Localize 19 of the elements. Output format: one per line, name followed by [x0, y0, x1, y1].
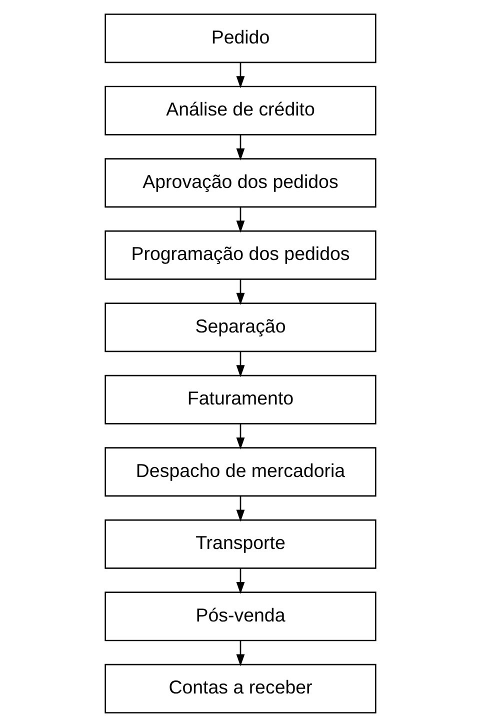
arrow [236, 640, 245, 666]
arrow [236, 424, 245, 450]
node-box: Pós-venda [104, 592, 376, 642]
node-box: Separação [104, 302, 376, 352]
node-box: Pedido [104, 14, 376, 64]
arrow [236, 62, 245, 88]
arrow [236, 496, 245, 522]
node-box: Faturamento [104, 374, 376, 424]
node-box: Programação dos pedidos [104, 230, 376, 280]
node-box: Transporte [104, 519, 376, 569]
node-box: Despacho de mercadoria [104, 447, 376, 497]
arrow [236, 134, 245, 160]
node-box: Contas a receber [104, 664, 376, 714]
node-box: Análise de crédito [104, 86, 376, 136]
arrow [236, 206, 245, 233]
arrow [236, 279, 245, 305]
node-box: Aprovação dos pedidos [104, 158, 376, 208]
arrow [236, 352, 245, 378]
arrow [236, 568, 245, 594]
